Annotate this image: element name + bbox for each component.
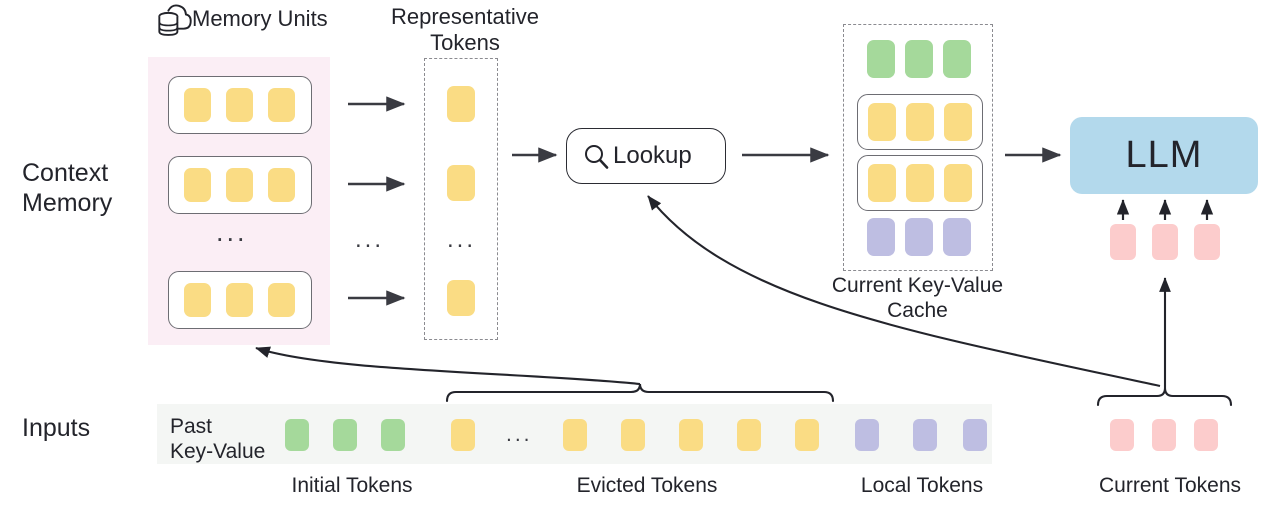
kv-token-retrieved	[868, 103, 896, 141]
caption-local-tokens: Local Tokens	[860, 474, 984, 497]
representative-token	[447, 86, 475, 122]
memory-token	[226, 88, 253, 122]
kv-token-initial	[867, 40, 895, 78]
memory-token	[268, 283, 295, 317]
past-key-value-label: Past Key-Value	[170, 415, 266, 464]
current-tokens-brace	[1096, 387, 1233, 407]
input-token-evicted	[563, 419, 587, 451]
lookup-label: Lookup	[613, 142, 692, 169]
memory-unit[interactable]	[168, 76, 312, 134]
input-token-evicted	[621, 419, 645, 451]
kv-token-retrieved	[868, 164, 896, 202]
kv-token-initial	[943, 40, 971, 78]
input-token-current	[1110, 419, 1134, 451]
kv-token-local	[905, 218, 933, 256]
llm-input-token	[1194, 224, 1220, 260]
llm-input-token	[1110, 224, 1136, 260]
kv-cache-initial-tokens-row	[867, 40, 971, 78]
caption-evicted-tokens: Evicted Tokens	[576, 474, 718, 497]
kv-token-retrieved	[906, 103, 934, 141]
representative-tokens-box	[424, 58, 498, 340]
kv-token-local	[867, 218, 895, 256]
current-kv-cache-label: Current Key-Value Cache	[831, 274, 1004, 322]
representative-tokens-ellipsis: ...	[447, 226, 477, 253]
llm-box: LLM	[1070, 117, 1258, 194]
memory-token	[226, 283, 253, 317]
memory-units-label: Memory Units	[192, 6, 328, 31]
inputs-row-label: Inputs	[22, 414, 91, 442]
input-token-local	[855, 419, 879, 451]
caption-current-tokens: Current Tokens	[1098, 474, 1242, 497]
kv-token-retrieved	[944, 164, 972, 202]
representative-tokens-label: Representative Tokens	[391, 4, 539, 55]
memory-token	[184, 283, 211, 317]
lookup-button[interactable]: Lookup	[566, 128, 726, 184]
search-icon	[583, 143, 609, 169]
input-token-initial	[285, 419, 309, 451]
memory-token	[184, 88, 211, 122]
kv-token-initial	[905, 40, 933, 78]
llm-input-token	[1152, 224, 1178, 260]
cloud-database-icon	[156, 2, 194, 42]
kv-token-retrieved	[906, 164, 934, 202]
caption-initial-tokens: Initial Tokens	[291, 474, 413, 497]
memory-units-ellipsis: ...	[216, 217, 248, 247]
kv-cache-memory-unit	[857, 94, 983, 150]
memory-token	[226, 168, 253, 202]
memory-token	[268, 168, 295, 202]
representative-token	[447, 280, 475, 316]
evicted-tokens-to-context-memory-curve	[255, 346, 641, 386]
input-token-initial	[333, 419, 357, 451]
memory-to-representative-arrow	[348, 96, 406, 306]
memory-unit[interactable]	[168, 271, 312, 329]
llm-label: LLM	[1125, 134, 1203, 176]
arrow-column-ellipsis: ...	[355, 226, 385, 253]
input-token-current	[1152, 419, 1176, 451]
inputs-ellipsis: ...	[506, 423, 533, 446]
input-token-initial	[381, 419, 405, 451]
context-memory-row-label: Context Memory	[22, 159, 113, 217]
representative-token	[447, 165, 475, 201]
kv-token-local	[943, 218, 971, 256]
input-token-local	[963, 419, 987, 451]
input-token-local	[913, 419, 937, 451]
input-token-evicted	[795, 419, 819, 451]
evicted-tokens-brace	[445, 383, 835, 403]
input-token-evicted	[679, 419, 703, 451]
memory-token	[268, 88, 295, 122]
input-token-current	[1194, 419, 1218, 451]
memory-token	[184, 168, 211, 202]
kv-cache-local-tokens-row	[867, 218, 971, 256]
input-token-evicted	[737, 419, 761, 451]
memory-unit[interactable]	[168, 156, 312, 214]
input-token-evicted	[451, 419, 475, 451]
kv-token-retrieved	[944, 103, 972, 141]
current-token-to-llm-arrow	[1116, 199, 1214, 220]
kv-cache-memory-unit	[857, 155, 983, 211]
